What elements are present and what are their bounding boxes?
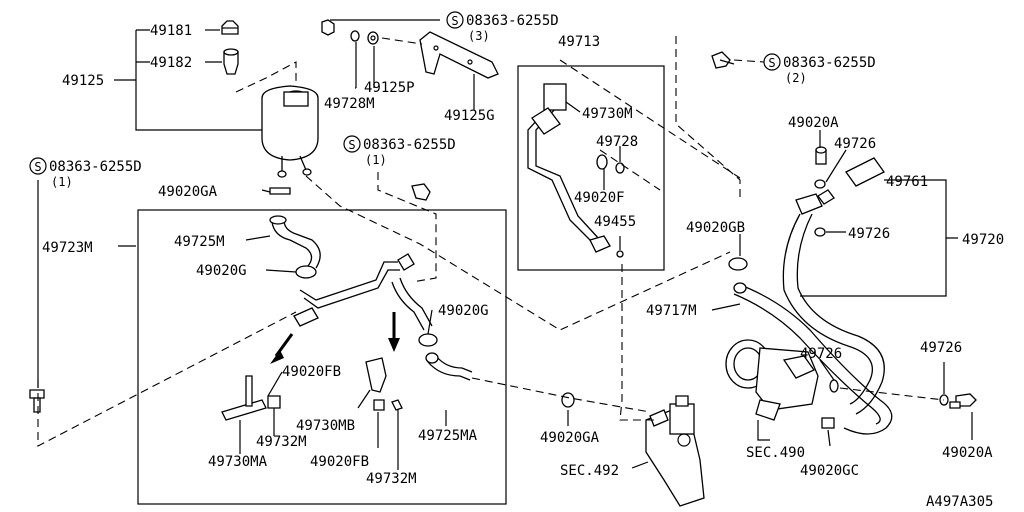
- label-49182: 49182: [150, 55, 192, 71]
- power-steering-pump: [725, 339, 835, 429]
- label-49181: 49181: [150, 23, 192, 39]
- arrow-indicator-right: [388, 312, 400, 352]
- screw-symbol-2-letter: S: [768, 56, 775, 70]
- label-49020F: 49020F: [574, 190, 625, 206]
- label-49020FB-b: 49020FB: [310, 454, 369, 470]
- hose-49725MA: [425, 352, 473, 381]
- screw-bolt-1b: [29, 389, 45, 413]
- label-49732M-b: 49732M: [366, 471, 417, 487]
- hose-49725M: [269, 215, 321, 269]
- label-49125: 49125: [62, 73, 104, 89]
- label-49020G-right: 49020G: [438, 303, 489, 319]
- label-screw-1b-qty: (1): [51, 175, 73, 189]
- filter-49182: [223, 48, 239, 75]
- lower-assembly-frame: [137, 209, 507, 505]
- clamp-49020G-left: [295, 265, 317, 279]
- low-pressure-pipe-49723M: [293, 253, 433, 331]
- steering-gear: [645, 395, 705, 507]
- washer-49726-top: [814, 179, 826, 189]
- label-49717M: 49717M: [646, 303, 697, 319]
- clip-49020FB-a: [267, 395, 281, 409]
- label-49725M: 49725M: [174, 234, 225, 250]
- clamp-49020GA-bottom: [561, 392, 575, 408]
- label-49125P: 49125P: [364, 80, 415, 96]
- return-hose-49717M: [733, 282, 893, 435]
- label-49730MA: 49730MA: [208, 454, 268, 470]
- label-49730M: 49730M: [582, 106, 633, 122]
- screw-symbol-2: S: [763, 53, 781, 71]
- label-49726-low: 49726: [800, 346, 842, 362]
- screw-symbol-3: S: [446, 11, 464, 29]
- clamp-49730MB: [365, 357, 387, 393]
- label-49020GC: 49020GC: [800, 463, 859, 479]
- label-screw-1a-code: 08363-6255D: [363, 137, 456, 153]
- label-49726-right: 49726: [920, 340, 962, 356]
- washer-49726-low: [829, 379, 839, 393]
- label-49725MA: 49725MA: [418, 428, 478, 444]
- label-49728M: 49728M: [324, 96, 375, 112]
- label-49726-mid: 49726: [848, 226, 890, 242]
- label-screw-2-code: 08363-6255D: [783, 55, 876, 71]
- label-49723M: 49723M: [42, 240, 93, 256]
- label-49125G: 49125G: [444, 108, 495, 124]
- inset-frame: [517, 65, 665, 271]
- washer-49728: [596, 154, 625, 174]
- diagram-id: A497A305: [926, 494, 993, 510]
- label-screw-2-qty: (2): [785, 71, 807, 85]
- label-49713: 49713: [558, 34, 600, 50]
- label-49020A-top: 49020A: [788, 115, 839, 131]
- label-screw-1a-qty: (1): [365, 153, 387, 167]
- label-49726-top: 49726: [834, 136, 876, 152]
- screw-bolt-1a: [411, 183, 431, 201]
- label-49020G-left: 49020G: [196, 263, 247, 279]
- union-bolt-49020A-top: [815, 146, 827, 165]
- label-49020GA-bottom: 49020GA: [540, 430, 600, 446]
- leader-lines: [37, 19, 973, 470]
- screw-symbol-1a: S: [343, 135, 361, 153]
- screw-symbol-1a-letter: S: [348, 138, 355, 152]
- label-49728: 49728: [596, 134, 638, 150]
- label-screw-3-code: 08363-6255D: [466, 13, 559, 29]
- arrow-indicator-left: [270, 333, 294, 364]
- clamp-49020GA-top: [269, 187, 291, 195]
- label-sec492: SEC.492: [560, 463, 619, 479]
- label-49455: 49455: [594, 214, 636, 230]
- label-49020A-bottom: 49020A: [942, 445, 993, 461]
- union-bolt-49020A-bottom: [949, 393, 977, 409]
- bracket-49125G: [419, 31, 499, 79]
- reservoir-tank: [261, 85, 319, 178]
- screw-bolt-2: [711, 51, 735, 69]
- clamp-49020GB: [728, 257, 748, 271]
- label-49020GB: 49020GB: [686, 220, 745, 236]
- washer-49726-mid: [814, 227, 826, 237]
- label-49730MB: 49730MB: [296, 418, 355, 434]
- bracket-49732M: [391, 399, 403, 411]
- screw-symbol-1b-letter: S: [34, 160, 41, 174]
- clip-49020FB-b: [373, 399, 385, 411]
- label-49732M-a: 49732M: [256, 434, 307, 450]
- label-49761: 49761: [886, 174, 928, 190]
- bolt-washer-set: [321, 19, 379, 45]
- label-screw-1b-code: 08363-6255D: [49, 159, 142, 175]
- label-screw-3-qty: (3): [468, 29, 490, 43]
- o-ring-49455: [616, 250, 624, 258]
- screw-symbol-1b: S: [29, 157, 47, 175]
- label-sec490: SEC.490: [746, 445, 805, 461]
- label-49020GA-top: 49020GA: [158, 184, 218, 200]
- clamp-49020G-right: [418, 333, 438, 347]
- screw-symbol-3-letter: S: [451, 14, 458, 28]
- dashed-guide-lines: [37, 36, 945, 447]
- high-pressure-pipe-49713: [527, 83, 611, 253]
- label-49020FB-a: 49020FB: [282, 364, 341, 380]
- clamp-49730MA: [221, 375, 267, 421]
- label-49720: 49720: [962, 232, 1004, 248]
- pressure-hose-49720: [782, 157, 885, 415]
- reservoir-cap-49181: [221, 20, 239, 35]
